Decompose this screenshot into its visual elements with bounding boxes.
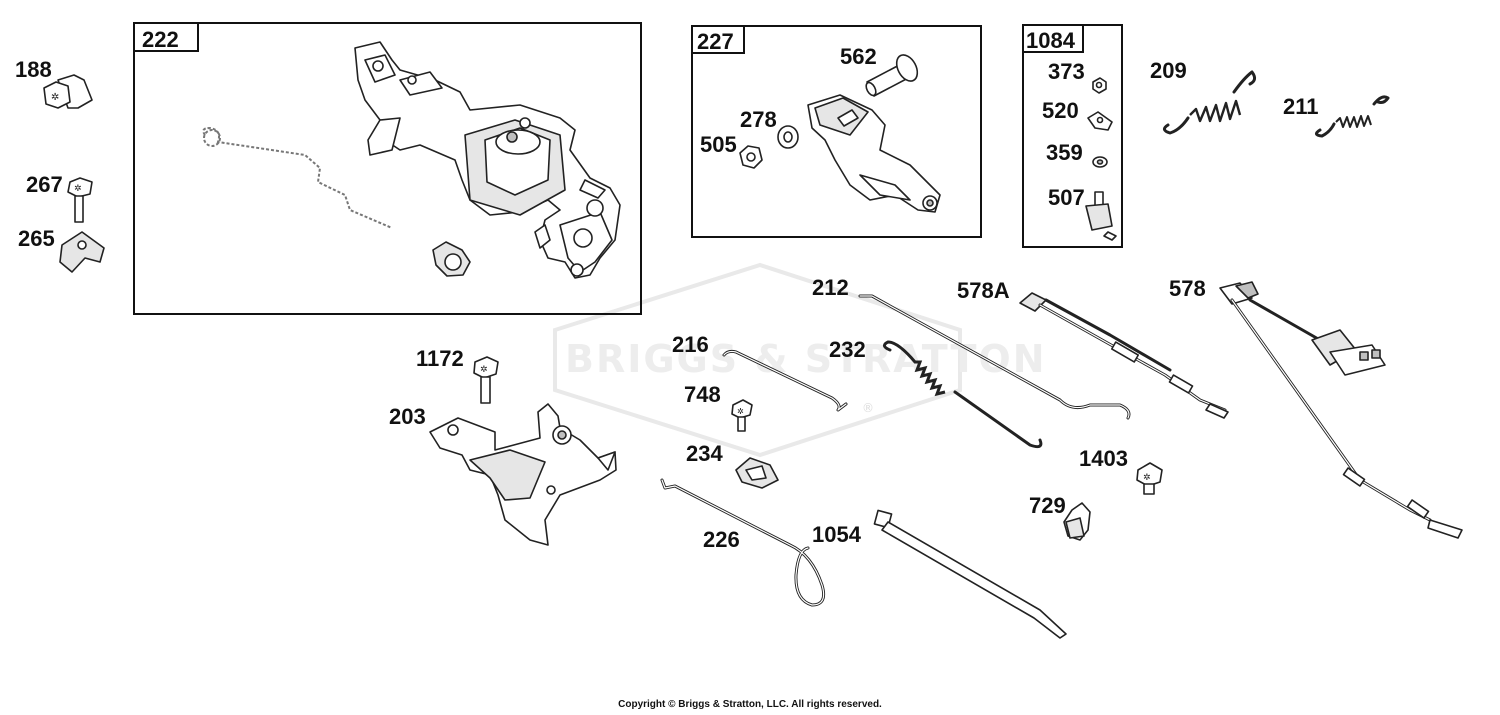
- ghost-link-eye: [203, 129, 221, 147]
- label-267[interactable]: 267: [26, 172, 63, 197]
- bolt-267: ✲: [67, 177, 93, 223]
- label-748[interactable]: 748: [684, 382, 721, 407]
- watermark-text: BRIGGS & STRATTON: [565, 337, 1047, 381]
- governor-control-bracket: [354, 41, 621, 279]
- spring-209: [1163, 70, 1257, 135]
- label-203[interactable]: 203: [389, 404, 426, 429]
- copyright-notice: Copyright © Briggs & Stratton, LLC. All …: [618, 699, 882, 710]
- box-222-label[interactable]: 222: [142, 27, 179, 52]
- label-505[interactable]: 505: [700, 132, 737, 157]
- switch-507: [1085, 191, 1117, 241]
- control-lever: [807, 94, 941, 213]
- box-227: 227: [691, 25, 982, 238]
- bracket-203: [429, 403, 617, 546]
- box-1084-tag: [1022, 24, 1084, 53]
- bolt-1172: ✲: [473, 356, 499, 404]
- box-1084-label[interactable]: 1084: [1026, 28, 1076, 53]
- shoulder-bolt: [865, 54, 919, 97]
- label-578[interactable]: 578: [1169, 276, 1206, 301]
- label-1054[interactable]: 1054: [812, 522, 862, 547]
- hex-nut: [739, 145, 763, 169]
- spring-rod-232: [883, 340, 1043, 449]
- rod-226: [660, 478, 826, 607]
- label-188[interactable]: 188: [15, 57, 52, 82]
- label-578A[interactable]: 578A: [957, 278, 1010, 303]
- label-562[interactable]: 562: [840, 44, 877, 69]
- clip-265: [59, 231, 105, 273]
- small-nut: [1092, 77, 1107, 94]
- wire-harness-578A: [1019, 292, 1229, 419]
- screw-1403: ✲: [1136, 462, 1163, 495]
- label-232[interactable]: 232: [829, 337, 866, 362]
- cable-tie-1054: [873, 509, 1067, 639]
- spring-211: [1315, 95, 1390, 138]
- label-211[interactable]: 211: [1283, 94, 1319, 119]
- label-212[interactable]: 212: [812, 275, 849, 300]
- box-222-frame: [133, 22, 642, 315]
- label-729[interactable]: 729: [1029, 493, 1066, 518]
- label-234[interactable]: 234: [686, 441, 723, 466]
- label-265[interactable]: 265: [18, 226, 55, 251]
- label-1172[interactable]: 1172: [416, 346, 464, 371]
- label-520[interactable]: 520: [1042, 98, 1079, 123]
- box-227-label[interactable]: 227: [697, 29, 734, 54]
- label-373[interactable]: 373: [1048, 59, 1085, 84]
- box-1084: 1084: [1022, 24, 1123, 248]
- svg-text:✲: ✲: [1143, 473, 1151, 483]
- label-359[interactable]: 359: [1046, 140, 1083, 165]
- svg-text:✲: ✲: [737, 407, 744, 416]
- label-209[interactable]: 209: [1150, 58, 1187, 83]
- label-1403[interactable]: 1403: [1079, 446, 1128, 471]
- clip-234: [735, 457, 779, 489]
- watermark-reg: ®: [862, 401, 874, 415]
- label-278[interactable]: 278: [740, 107, 777, 132]
- label-226[interactable]: 226: [703, 527, 740, 552]
- part-labels: 188 267 265 562 278 505 373 520 359 507 …: [15, 44, 1319, 552]
- clip-520: [1087, 111, 1113, 131]
- box-222-tag: [133, 22, 199, 52]
- brand-watermark: BRIGGS & STRATTON ®: [553, 262, 1047, 458]
- ghost-screw: [432, 241, 471, 277]
- svg-text:✲: ✲: [51, 92, 59, 103]
- label-216[interactable]: 216: [672, 332, 709, 357]
- rod-212: [858, 294, 1131, 420]
- lock-washer: [1092, 156, 1108, 168]
- clip-729: [1063, 502, 1091, 541]
- screw-188: ✲: [43, 74, 93, 109]
- washer: [777, 125, 799, 149]
- box-227-tag: [691, 25, 745, 54]
- wire-harness-578: [1219, 281, 1463, 539]
- ghost-link-rod: [202, 126, 393, 229]
- svg-text:✲: ✲: [74, 184, 82, 194]
- box-227-frame: [691, 25, 982, 238]
- bolt-748: ✲: [731, 399, 753, 432]
- label-507[interactable]: 507: [1048, 185, 1085, 210]
- box-222: 222: [133, 22, 642, 315]
- rod-216: [722, 349, 848, 412]
- svg-text:✲: ✲: [480, 365, 488, 375]
